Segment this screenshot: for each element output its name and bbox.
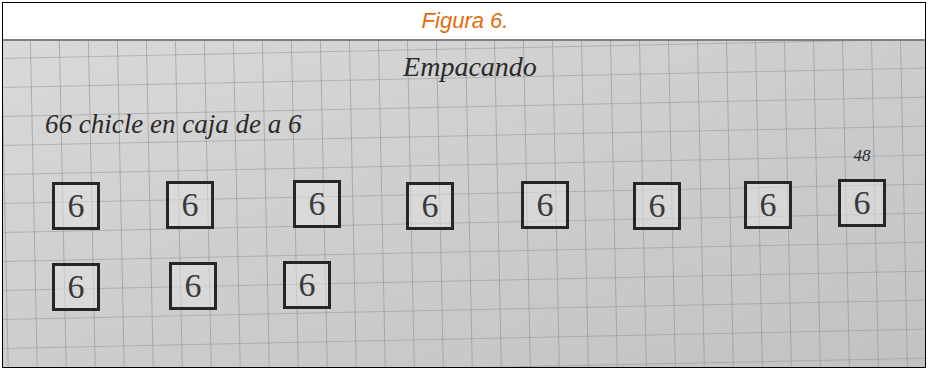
grid-lines — [3, 41, 925, 367]
handwritten-note: 66 chicle en caja de a 6 — [45, 109, 301, 140]
packed-box: 6 — [633, 182, 681, 230]
figure-title: Figura 6. — [422, 8, 509, 34]
paper-ground — [3, 41, 925, 367]
header-rule — [3, 40, 925, 41]
box-count: 6 — [68, 270, 85, 304]
packed-box: 6 — [406, 182, 454, 230]
packed-box: 6 — [166, 181, 214, 229]
box-count: 6 — [649, 189, 666, 223]
box-count: 6 — [854, 186, 871, 220]
box-count: 6 — [760, 188, 777, 222]
packed-box: 6 — [169, 262, 217, 310]
box-count: 6 — [299, 268, 316, 302]
handwritten-heading: Empacando — [403, 51, 537, 83]
packed-box: 6 — [283, 261, 331, 309]
box-count: 6 — [185, 269, 202, 303]
box-count: 6 — [182, 188, 199, 222]
box-count: 6 — [309, 187, 326, 221]
handwritten-number: 48 — [854, 146, 871, 166]
packed-box: 6 — [744, 181, 792, 229]
packed-box: 6 — [521, 181, 569, 229]
box-count: 6 — [68, 189, 85, 223]
packed-box: 6 — [838, 179, 886, 227]
packed-box: 6 — [293, 180, 341, 228]
packed-box: 6 — [52, 263, 100, 311]
packed-box: 6 — [52, 182, 100, 230]
box-count: 6 — [537, 188, 554, 222]
box-count: 6 — [422, 189, 439, 223]
